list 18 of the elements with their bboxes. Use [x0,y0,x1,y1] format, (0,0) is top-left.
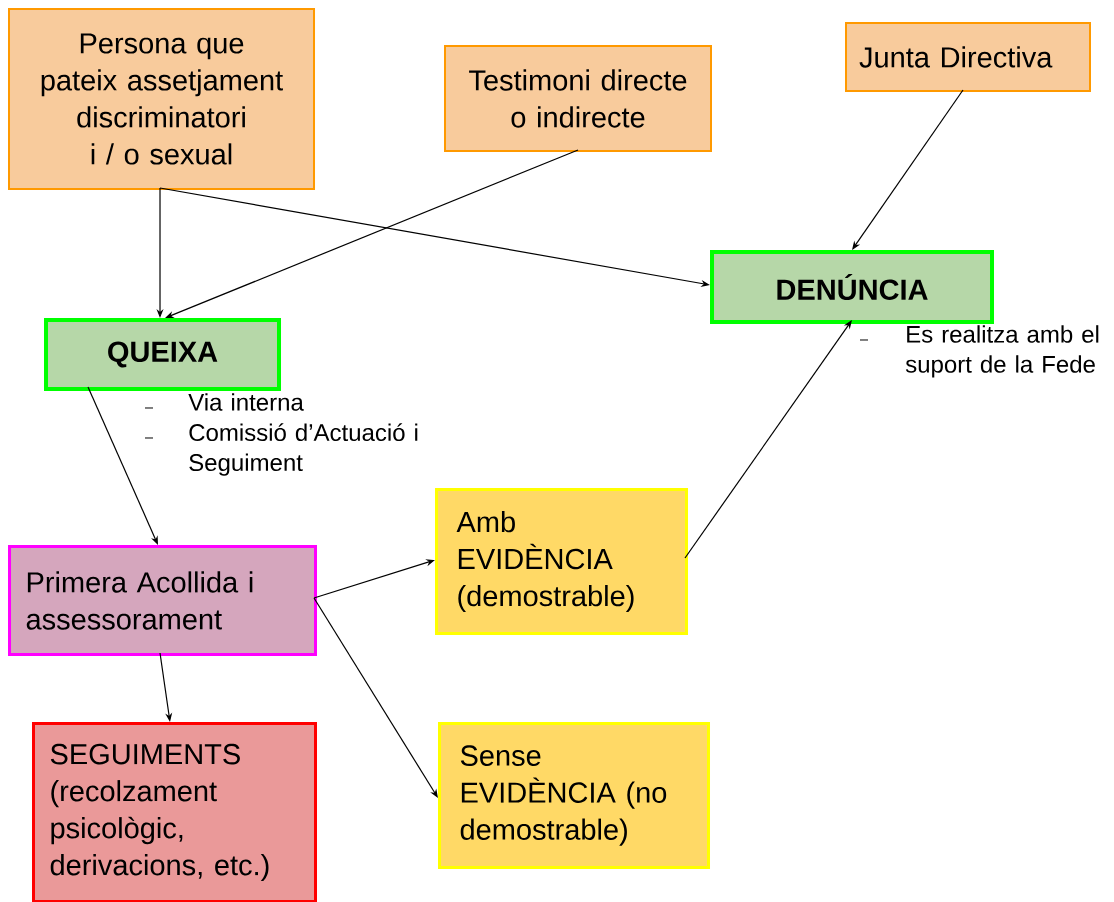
process-box: Sense EVIDÈNCIA (no demostrable) [438,722,710,869]
note-text: Es realitza amb el suport de la Fede [905,325,1099,378]
arrow [165,149,579,318]
process-box: QUEIXA [44,318,281,391]
process-box: Amb EVIDÈNCIA (demostrable) [435,488,688,635]
note-text: Comissió d’Actuació i Seguiment [189,423,418,476]
process-box: Persona que pateix assetjament discriminatori i / o sexual [8,8,315,190]
process-box: Testimoni directe o indirecte [444,45,712,152]
arrow [313,559,435,599]
arrow [684,320,852,559]
arrow [852,89,964,250]
process-box: SEGUIMENTS (recolzament psicològic, derivacions, etc.) [32,722,317,902]
arrow [313,597,438,798]
process-box: Primera Acollida i assessorament [8,545,317,656]
note-text: Via interna [188,393,304,411]
process-box: Junta Directiva [845,22,1091,92]
arrow [87,386,158,545]
process-box: DENÚNCIA [710,250,994,324]
